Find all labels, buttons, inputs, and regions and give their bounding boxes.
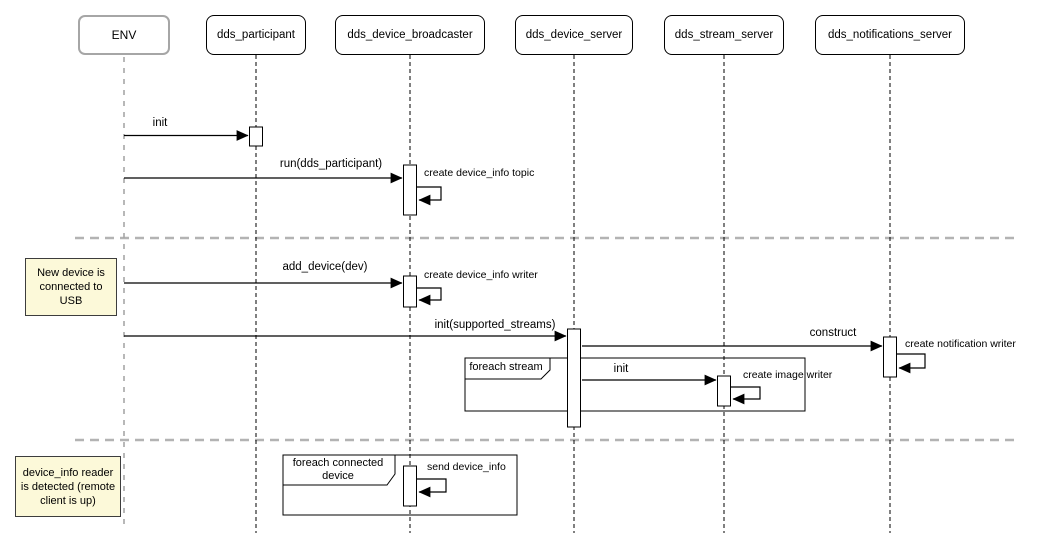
fragment-label-foreach-connected-device: foreach connected device: [292, 457, 384, 482]
activation-device-server-init: [567, 328, 581, 428]
self-label-create-image-writer: create image writer: [743, 369, 833, 381]
activation-participant-init: [249, 126, 263, 147]
actor-box-dds-participant: dds_participant: [206, 15, 306, 55]
message-label-add-device: add_device(dev): [282, 261, 368, 273]
message-arrows: [124, 130, 883, 386]
self-arrow-create-notification-writer: [897, 353, 926, 374]
fragment-foreach-stream: [464, 357, 806, 412]
message-label-construct: construct: [809, 327, 857, 339]
message-label-init: init: [152, 117, 168, 129]
activation-bars: [249, 126, 897, 507]
actor-label-dds-participant: dds_participant: [217, 29, 295, 41]
actor-label-dds-notifications-server: dds_notifications_server: [827, 29, 952, 41]
actor-label-dds-device-server: dds_device_server: [525, 29, 623, 41]
message-label-init-stream: init: [613, 363, 629, 375]
note-new-device-usb: New device is connected to USB: [25, 258, 117, 316]
self-arrow-send-device-info: [417, 478, 447, 498]
actor-box-dds-device-server: dds_device_server: [515, 15, 633, 55]
actor-label-dds-device-broadcaster: dds_device_broadcaster: [347, 29, 473, 41]
self-call-arrows: [417, 186, 926, 498]
self-arrow-create-image-writer: [731, 386, 761, 405]
self-arrow-create-topic: [417, 186, 442, 206]
actor-label-dds-stream-server: dds_stream_server: [674, 29, 774, 41]
fragment-label-foreach-stream: foreach stream: [469, 361, 543, 373]
activation-broadcaster-add-device: [403, 275, 417, 308]
self-arrow-create-writer: [417, 287, 442, 306]
fragment-foreach-stream-box: [464, 357, 806, 412]
actor-box-dds-stream-server: dds_stream_server: [664, 15, 784, 55]
message-label-init-supported-streams: init(supported_streams): [434, 319, 556, 331]
message-label-run: run(dds_participant): [279, 158, 383, 170]
fragment-foreach-connected-device: [282, 454, 518, 516]
actor-label-env: ENV: [111, 28, 137, 42]
actor-box-dds-device-broadcaster: dds_device_broadcaster: [335, 15, 485, 55]
activation-broadcaster-send: [403, 465, 417, 507]
self-label-create-writer: create device_info writer: [424, 269, 538, 281]
fragment-foreach-connected-device-pentagon: [282, 454, 396, 486]
actor-box-env: ENV: [78, 15, 170, 55]
fragment-foreach-stream-pentagon: [464, 357, 551, 380]
activation-stream-server-init: [717, 375, 731, 407]
actor-box-dds-notifications-server: dds_notifications_server: [815, 15, 965, 55]
activation-notifications-construct: [883, 336, 897, 378]
self-label-send-device-info: send device_info: [427, 461, 506, 473]
self-label-create-notification-writer: create notification writer: [905, 338, 1016, 350]
activation-broadcaster-run: [403, 164, 417, 216]
note-device-info-reader: device_info reader is detected (remote c…: [15, 456, 121, 517]
self-label-create-topic: create device_info topic: [424, 167, 535, 179]
phase-separators: [75, 236, 1015, 442]
